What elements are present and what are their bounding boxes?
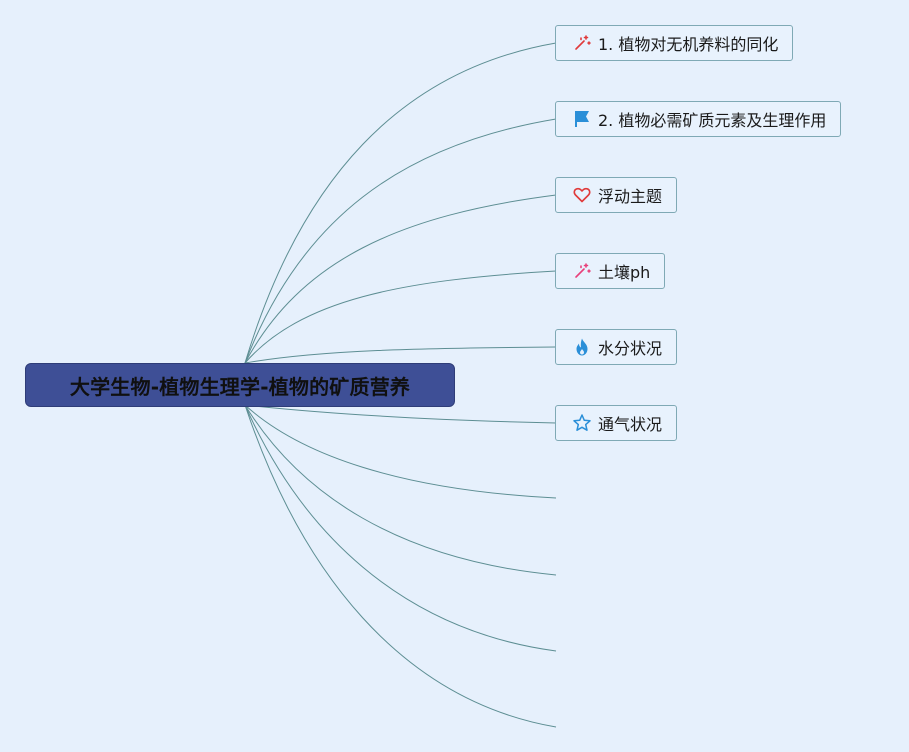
- branch-topic-aeration-status[interactable]: 通气状况: [555, 405, 678, 441]
- branch-topic-label: 水分状况: [598, 339, 663, 358]
- branch-topic-essential-elements[interactable]: 2. 植物必需矿质元素及生理作用: [555, 101, 842, 137]
- magic-wand-icon: [572, 261, 592, 281]
- connector-line-4: [244, 270, 557, 364]
- branch-topic-label: 土壤ph: [598, 263, 651, 282]
- flag-icon: [572, 109, 592, 129]
- magic-wand-icon: [572, 33, 592, 53]
- connector-line-1: [244, 42, 557, 364]
- central-topic-label: 大学生物-植物生理学-植物的矿质营养: [69, 374, 411, 399]
- central-topic[interactable]: 大学生物-植物生理学-植物的矿质营养: [25, 363, 455, 407]
- heart-icon: [572, 185, 592, 205]
- connector-line-2: [244, 118, 557, 364]
- connector-line-8: [244, 404, 557, 576]
- connector-line-5: [244, 346, 557, 364]
- branch-topic-label: 通气状况: [598, 415, 663, 434]
- connector-line-9: [244, 404, 557, 652]
- fire-icon: [572, 337, 592, 357]
- connector-line-3: [244, 194, 557, 364]
- branch-topic-water-status[interactable]: 水分状况: [555, 329, 678, 365]
- branch-topic-label: 1. 植物对无机养料的同化: [598, 35, 779, 54]
- branch-topic-label: 浮动主题: [598, 187, 663, 206]
- connector-line-10: [244, 404, 557, 728]
- connector-line-6: [244, 404, 557, 424]
- branch-topic-floating[interactable]: 浮动主题: [555, 177, 678, 213]
- branch-topic-soil-ph[interactable]: 土壤ph: [555, 253, 666, 289]
- branch-topic-assimilation[interactable]: 1. 植物对无机养料的同化: [555, 25, 794, 61]
- star-icon: [572, 413, 592, 433]
- branch-topic-label: 2. 植物必需矿质元素及生理作用: [598, 111, 827, 130]
- connector-line-7: [244, 404, 557, 499]
